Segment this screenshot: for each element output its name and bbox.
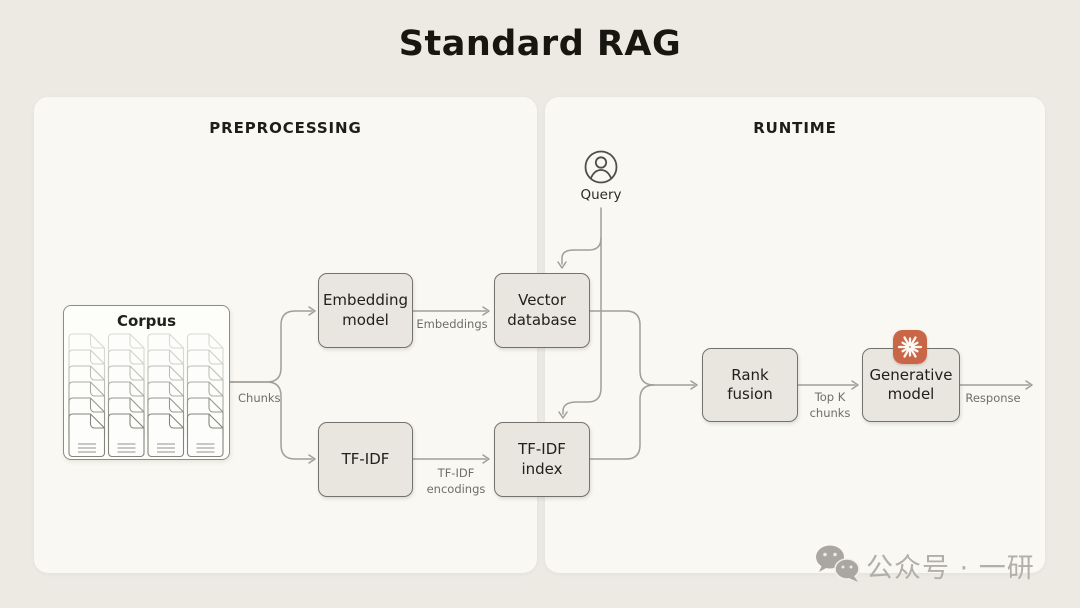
tfidf-node: TF-IDF (318, 422, 413, 497)
wechat-icon (816, 545, 860, 582)
watermark-text: 公众号 · 一研 (866, 553, 1035, 584)
document-column (186, 333, 224, 458)
user-icon (584, 150, 618, 184)
edge-label-response: Response (965, 391, 1021, 405)
edge-label-chunks: Chunks (238, 391, 281, 405)
runtime-header: RUNTIME (753, 119, 837, 137)
spark-icon (893, 330, 927, 364)
document-column (107, 333, 145, 458)
rank-fusion-node: Rank fusion (702, 348, 798, 422)
preprocessing-header: PREPROCESSING (209, 119, 362, 137)
document-stack-icon (68, 333, 224, 458)
edge-label-topk-chunks: Top K chunks (809, 390, 851, 420)
corpus-node-label: Corpus (116, 312, 177, 330)
page-title: Standard RAG (398, 24, 682, 64)
document-column (147, 333, 185, 458)
vector-database-node: Vector database (494, 273, 590, 348)
edge-label-embeddings: Embeddings (416, 317, 488, 331)
query-label: Query (580, 187, 622, 203)
runtime-panel (545, 97, 1045, 573)
document-column (68, 333, 106, 458)
tfidf-index-node: TF-IDF index (494, 422, 590, 497)
edge-label-tfidf-encodings: TF-IDF encodings (426, 466, 486, 496)
embedding-model-node: Embedding model (318, 273, 413, 348)
